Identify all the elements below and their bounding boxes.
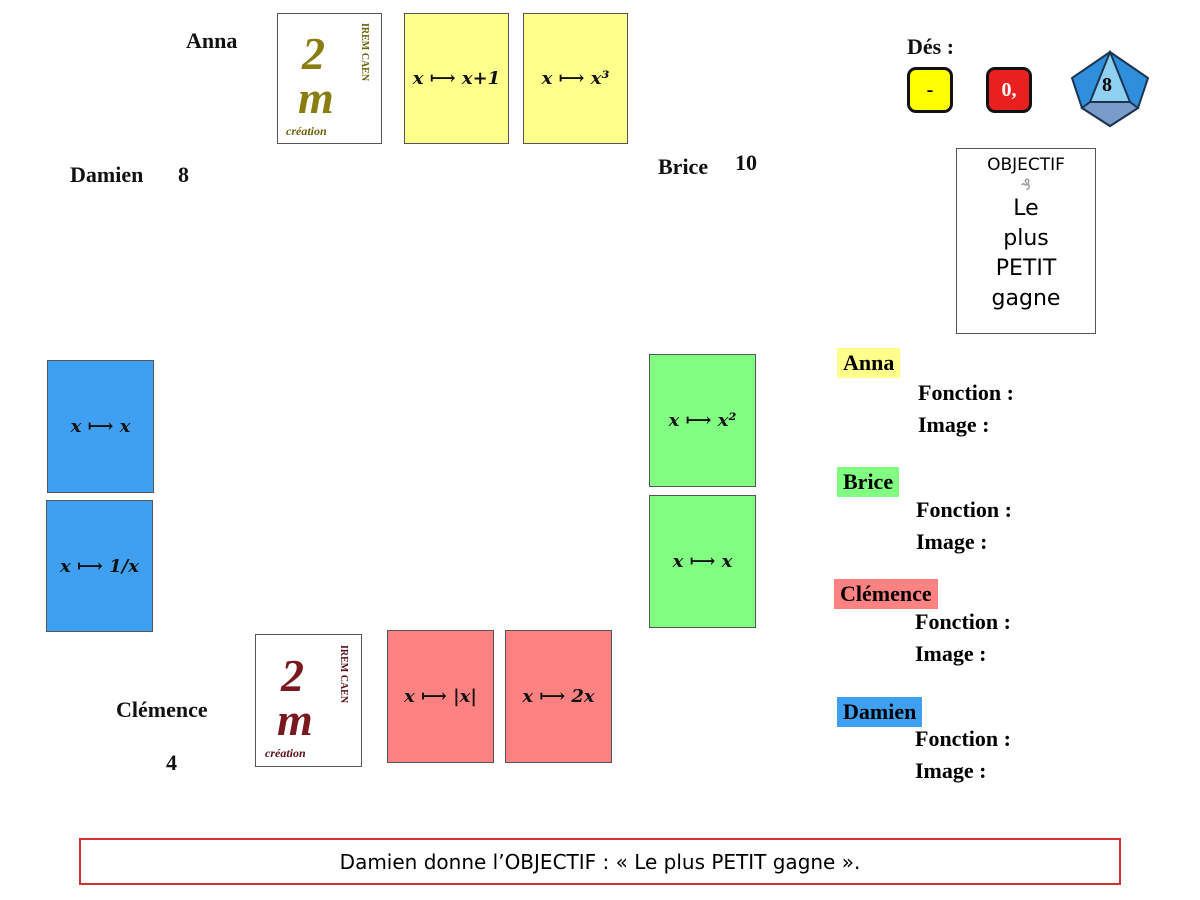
player-name-damien: Damien	[70, 162, 144, 187]
player-name-anna: Anna	[186, 28, 238, 53]
panel-image-label: Image :	[915, 641, 987, 666]
svg-text:IREM CAEN: IREM CAEN	[338, 645, 349, 704]
card-back-logo[interactable]: 2 m IREM CAEN création	[277, 13, 382, 144]
panel-player-clemence: Clémence	[834, 579, 938, 609]
objective-line: Le	[1013, 196, 1039, 221]
panel-fonction-label: Fonction :	[918, 380, 1014, 405]
objective-line: gagne	[991, 286, 1061, 311]
panel-player-anna: Anna	[837, 348, 901, 378]
player-score-damien: 8	[178, 162, 189, 187]
svg-text:IREM CAEN: IREM CAEN	[359, 23, 370, 82]
panel-image-label: Image :	[916, 529, 988, 554]
function-card[interactable]: x ⟼ x+1	[404, 13, 509, 144]
svg-text:m: m	[277, 694, 313, 745]
function-card[interactable]: x ⟼ 2x	[505, 630, 612, 763]
panel-image-label: Image :	[918, 412, 990, 437]
game-message: Damien donne l’OBJECTIF : « Le plus PETI…	[79, 838, 1121, 885]
panel-player-brice: Brice	[837, 467, 900, 497]
irem-logo-icon: 2 m IREM CAEN création	[265, 645, 349, 760]
player-score-clemence: 4	[166, 750, 177, 775]
objective-title: OBJECTIF	[987, 155, 1065, 175]
function-card[interactable]: x ⟼ x²	[649, 354, 756, 487]
function-card[interactable]: x ⟼ 1/x	[46, 500, 153, 632]
dice-label: Dés :	[907, 34, 955, 59]
player-score-brice: 10	[735, 150, 757, 175]
panel-fonction-label: Fonction :	[915, 609, 1011, 634]
decimal-die[interactable]: 0,	[986, 67, 1032, 113]
sign-die[interactable]: -	[907, 67, 953, 113]
function-card[interactable]: x ⟼ x	[649, 495, 756, 628]
octahedron-die-icon	[1070, 49, 1150, 128]
function-card[interactable]: x ⟼ x³	[523, 13, 628, 144]
irem-logo-icon: 2 m IREM CAEN création	[286, 23, 370, 138]
irem-small-logo-icon: ₰	[1020, 175, 1032, 194]
svg-text:création: création	[265, 746, 306, 760]
panel-fonction-label: Fonction :	[915, 726, 1011, 751]
svg-text:m: m	[298, 72, 334, 123]
panel-player-damien: Damien	[837, 697, 923, 727]
svg-text:2: 2	[301, 28, 325, 79]
svg-text:création: création	[286, 124, 327, 138]
objective-line: plus	[1003, 226, 1049, 251]
player-name-clemence: Clémence	[116, 697, 208, 722]
svg-text:2: 2	[280, 650, 304, 701]
d8-value: 8	[1102, 74, 1112, 96]
function-card[interactable]: x ⟼ x	[47, 360, 154, 493]
panel-image-label: Image :	[915, 758, 987, 783]
card-back-logo[interactable]: 2 m IREM CAEN création	[255, 634, 362, 767]
objective-line: PETIT	[995, 256, 1057, 281]
d8-die[interactable]: 8	[1068, 49, 1152, 128]
panel-fonction-label: Fonction :	[916, 497, 1012, 522]
objective-card: OBJECTIF ₰ Le plus PETIT gagne	[956, 148, 1096, 334]
function-card[interactable]: x ⟼ |x|	[387, 630, 494, 763]
player-name-brice: Brice	[658, 154, 709, 179]
